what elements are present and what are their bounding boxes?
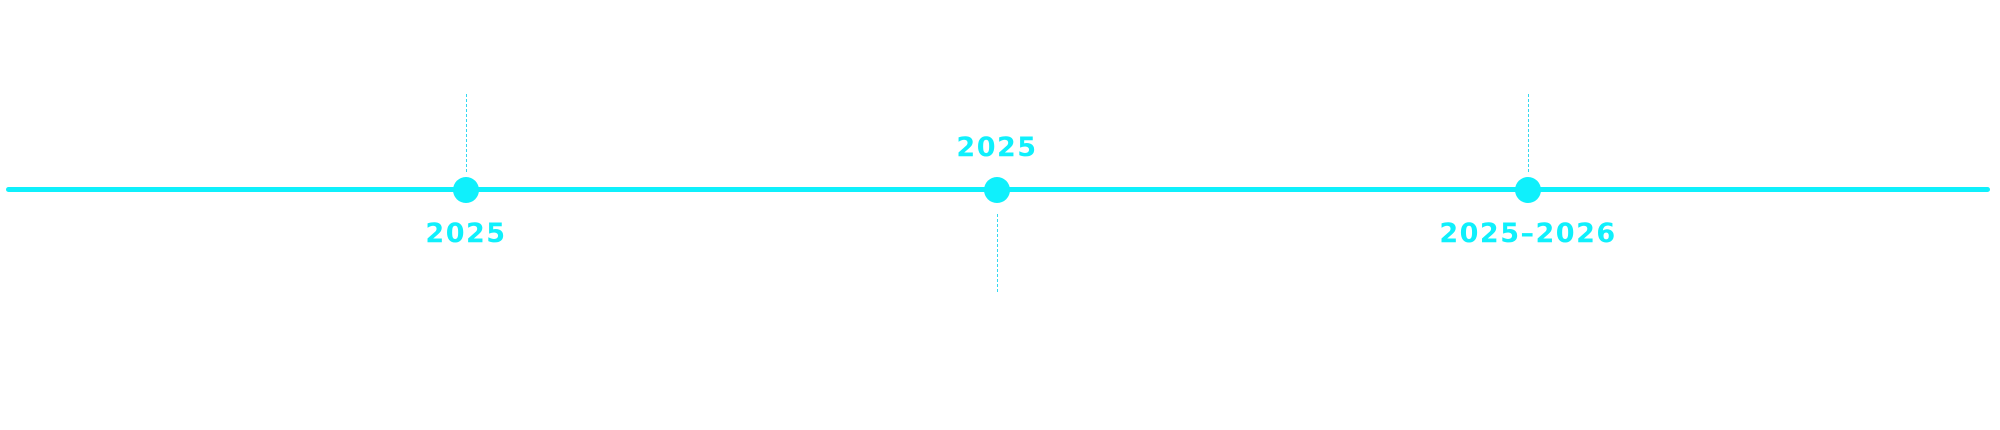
milestone-3-connector [1528, 94, 1529, 172]
milestone-2-marker [984, 177, 1010, 203]
milestone-2-label: 2025 [956, 132, 1038, 163]
milestone-3-label: 2025–2026 [1439, 218, 1617, 249]
milestone-1-label: 2025 [425, 218, 507, 249]
milestone-1-marker [453, 177, 479, 203]
milestone-2-connector [997, 214, 998, 292]
milestone-1-connector [466, 94, 467, 172]
milestone-3-marker [1515, 177, 1541, 203]
